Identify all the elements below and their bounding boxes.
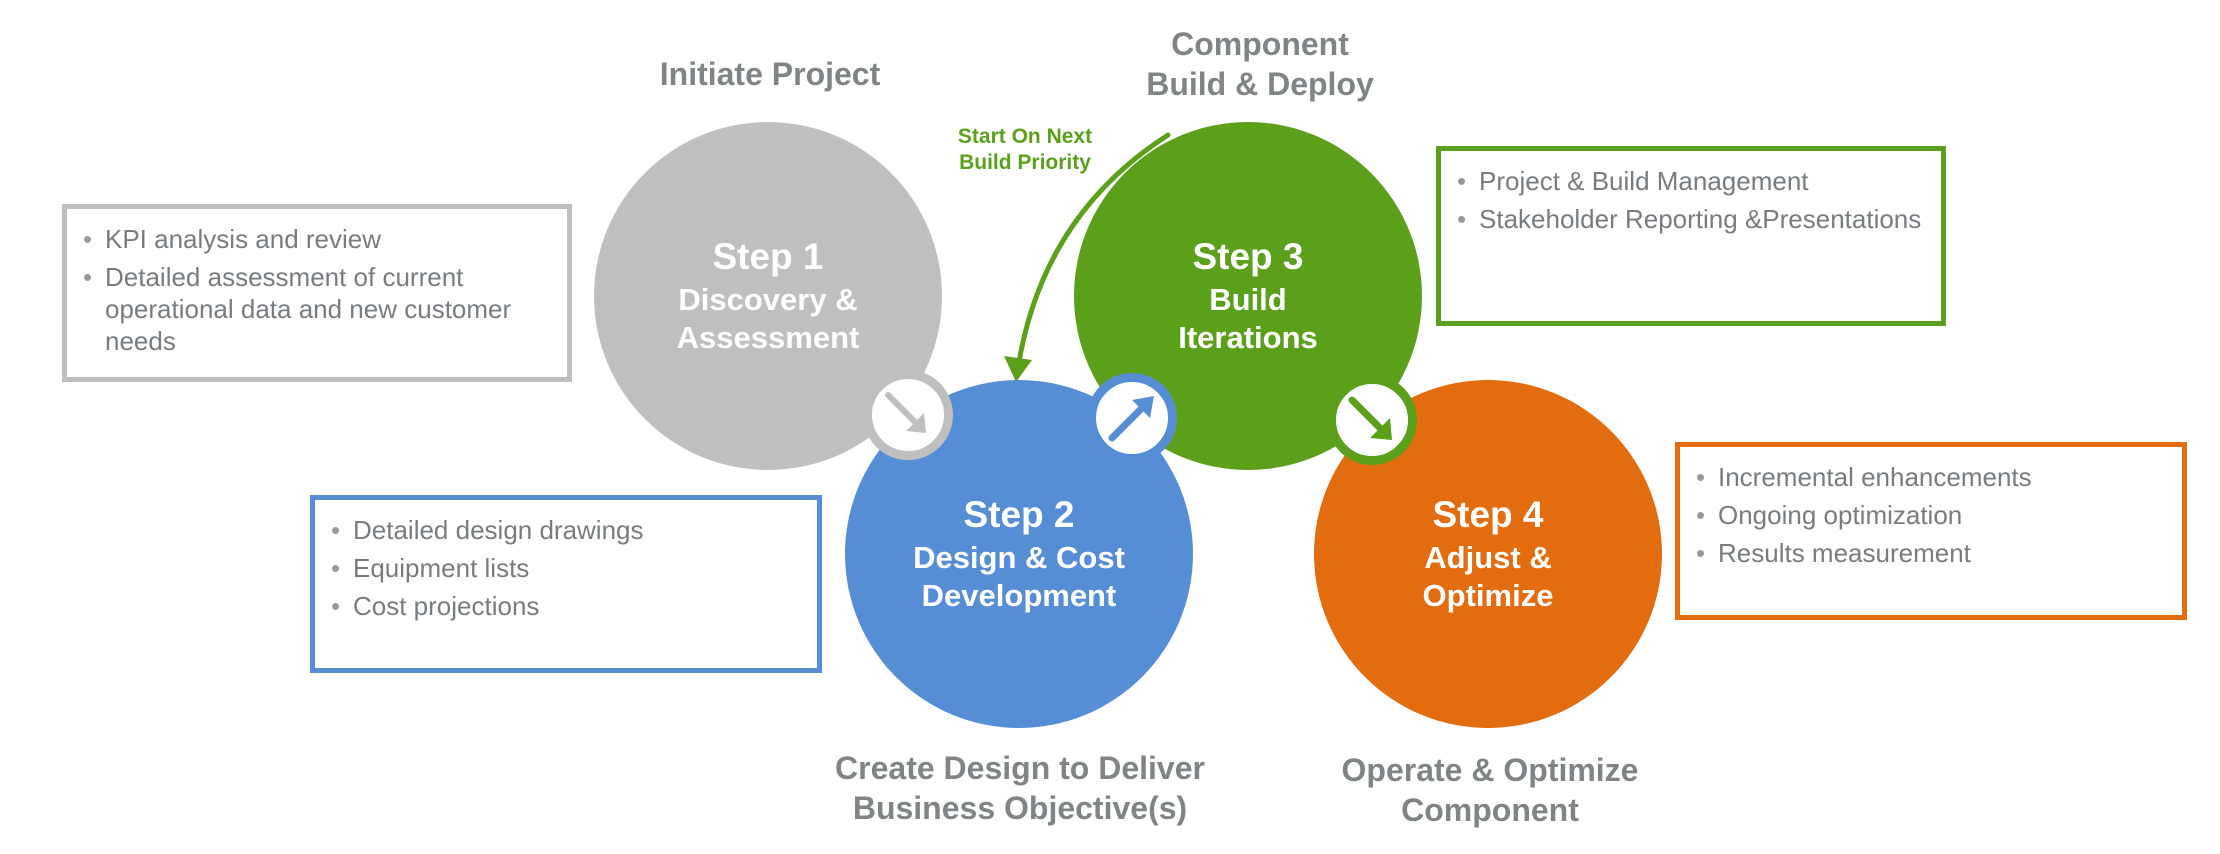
transition-badge-3-4 xyxy=(1327,375,1417,465)
step-3-title-line-1: Build xyxy=(1209,282,1287,317)
list-item: Results measurement xyxy=(1694,537,2164,569)
step-3-number: Step 3 xyxy=(1192,236,1304,277)
transition-badge-2-3 xyxy=(1087,373,1177,463)
list-item: Detailed design drawings xyxy=(329,514,799,546)
step-3-info-box: Project & Build Management Stakeholder R… xyxy=(1436,146,1946,326)
arrow-down-right-icon xyxy=(885,392,926,433)
step-4-info-box: Incremental enhancements Ongoing optimiz… xyxy=(1675,442,2187,620)
stage-label-initiate: Initiate Project xyxy=(659,56,881,92)
step-2-info-box: Detailed design drawings Equipment lists… xyxy=(310,495,822,673)
list-item: Stakeholder Reporting &Presentations xyxy=(1455,203,1923,235)
list-item: Project & Build Management xyxy=(1455,165,1923,197)
step-3-title-line-2: Iterations xyxy=(1178,320,1318,355)
step-1-info-box: KPI analysis and review Detailed assessm… xyxy=(62,204,572,382)
step-1-title-line-1: Discovery & xyxy=(678,282,858,317)
step-4-title-line-1: Adjust & xyxy=(1424,540,1552,575)
step-1-number: Step 1 xyxy=(712,236,824,277)
list-item: Incremental enhancements xyxy=(1694,461,2164,493)
loop-arrowhead xyxy=(1004,356,1032,382)
transition-badge-1-2 xyxy=(863,370,953,460)
curved-arrow-icon xyxy=(1015,132,1171,371)
step-2-title-line-1: Design & Cost xyxy=(913,540,1125,575)
stage-label-create-design: Create Design to Deliver Business Object… xyxy=(835,750,1205,826)
step-4-title-line-2: Optimize xyxy=(1422,578,1554,613)
stage-label-component-build: Component Build & Deploy xyxy=(1146,26,1374,102)
list-item: Detailed assessment of current operation… xyxy=(81,261,549,357)
loop-label: Start On Next Build Priority xyxy=(957,125,1093,174)
list-item: Equipment lists xyxy=(329,552,799,584)
arrow-down-right-icon xyxy=(1348,396,1392,440)
arrow-up-right-icon xyxy=(1108,396,1154,442)
step-2-title-line-2: Development xyxy=(921,578,1117,613)
list-item: KPI analysis and review xyxy=(81,223,549,255)
step-2-number: Step 2 xyxy=(963,494,1075,535)
step-1-title-line-2: Assessment xyxy=(676,320,860,355)
stage-label-operate: Operate & Optimize Component xyxy=(1341,752,1639,828)
list-item: Cost projections xyxy=(329,590,799,622)
step-4-number: Step 4 xyxy=(1432,494,1544,535)
list-item: Ongoing optimization xyxy=(1694,499,2164,531)
